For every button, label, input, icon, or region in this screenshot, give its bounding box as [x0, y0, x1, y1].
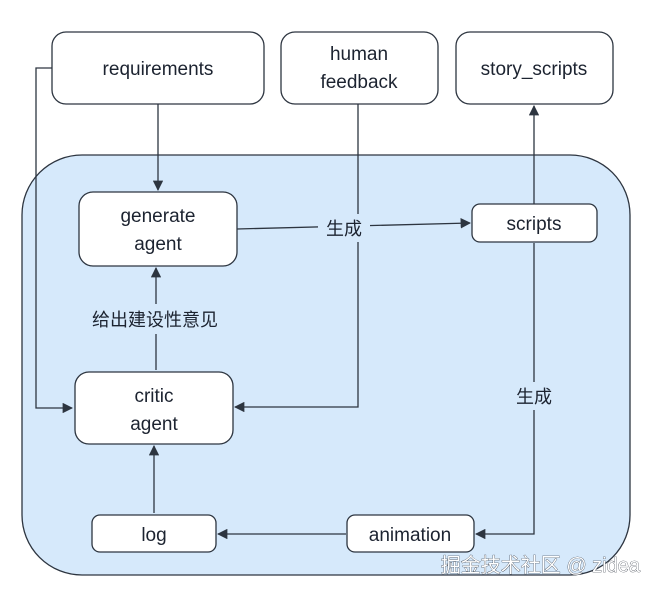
edge-label-scripts-to-animation: 生成 [516, 387, 552, 407]
edge-label-bg [508, 382, 560, 410]
node-critic-agent [74, 371, 234, 445]
edge-requirements-to-critic [35, 67, 74, 414]
edge-scripts-to-animation [474, 243, 535, 540]
node-human-feedback [280, 31, 439, 105]
node-generate-agent-label-1: generate [120, 206, 195, 227]
node-animation [346, 514, 475, 553]
node-requirements [51, 31, 265, 105]
node-animation-label: animation [369, 525, 451, 546]
node-critic-agent-label-1: critic [134, 386, 173, 407]
node-requirements-label: requirements [103, 59, 214, 80]
node-story-scripts-label: story_scripts [481, 59, 588, 80]
edge-label-critic-to-generate: 给出建设性意见 [92, 310, 218, 330]
node-log-label: log [141, 525, 166, 546]
node-human-feedback-label-2: feedback [320, 72, 398, 93]
watermark-text: 掘金技术社区 @ zidea [441, 554, 641, 577]
node-critic-agent-label-2: agent [130, 414, 178, 435]
node-story-scripts [455, 31, 614, 105]
node-generate-agent [78, 191, 238, 267]
edge-label-bg [318, 214, 370, 242]
edge-feedback-to-critic [233, 104, 359, 413]
node-generate-agent-label-2: agent [134, 234, 182, 255]
node-scripts-label: scripts [507, 214, 562, 235]
node-log [91, 514, 217, 553]
edge-label-bg [76, 304, 234, 334]
node-scripts [471, 203, 598, 243]
node-human-feedback-label-1: human [330, 44, 388, 65]
edge-label-generate-to-scripts: 生成 [326, 219, 362, 239]
